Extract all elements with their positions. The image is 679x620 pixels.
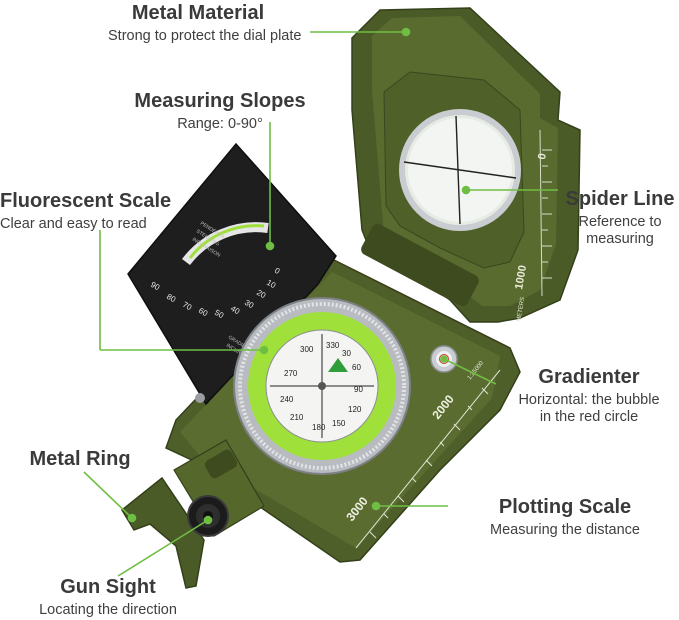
annotation-spider-line: Spider Line Reference to measuring <box>562 188 678 247</box>
gradienter-title: Gradienter <box>538 366 640 388</box>
annotation-metal-material: Metal Material Strong to protect the dia… <box>108 2 302 45</box>
metal-material-title: Metal Material <box>131 2 265 24</box>
dial-label-120: 120 <box>348 405 362 414</box>
dial-label-300: 300 <box>300 345 314 354</box>
spider-line-title: Spider Line <box>565 188 675 210</box>
spider-line-vertical <box>455 115 461 225</box>
dial-label-330: 330 <box>326 341 340 350</box>
slope-label-0: 0 <box>273 266 282 276</box>
dial-label-240: 240 <box>280 395 294 404</box>
dial-label-270: 270 <box>284 369 298 378</box>
dial-label-150: 150 <box>332 419 346 428</box>
gradienter-desc-2: in the red circle <box>539 408 639 425</box>
annotation-metal-ring: Metal Ring <box>20 448 140 471</box>
lid-scale-1000: 1000 <box>513 264 529 290</box>
metal-ring-title: Metal Ring <box>29 448 131 470</box>
gun-sight-desc: Locating the direction <box>39 602 177 618</box>
metal-material-desc: Strong to protect the dial plate <box>108 28 302 44</box>
callout-lines <box>83 27 558 577</box>
fluorescent-scale-desc: Clear and easy to read <box>0 216 147 232</box>
spider-line-horizontal <box>403 161 517 179</box>
measuring-slopes-desc: Range: 0-90° <box>177 116 263 132</box>
dial-label-210: 210 <box>290 413 304 422</box>
plotting-scale-title: Plotting Scale <box>498 496 632 518</box>
dial-label-60: 60 <box>352 363 361 372</box>
lid-units: METERS <box>516 297 526 323</box>
spider-line-desc-2: measuring <box>586 230 654 247</box>
dial-label-30: 30 <box>342 349 351 358</box>
fluorescent-scale-title: Fluorescent Scale <box>0 190 172 212</box>
annotation-measuring-slopes: Measuring Slopes Range: 0-90° <box>120 90 320 133</box>
gradienter-desc-1: Horizontal: the bubble <box>518 392 660 408</box>
thumb-loop <box>121 476 205 589</box>
lid-scale-zero: 0 <box>536 152 549 160</box>
compass-lid: 0 1000 METERS <box>351 7 581 323</box>
annotation-plotting-scale: Plotting Scale Measuring the distance <box>452 496 678 539</box>
annotation-fluorescent-scale: Fluorescent Scale Clear and easy to read <box>0 190 180 233</box>
dial-label-90: 90 <box>354 385 363 394</box>
plotting-scale-desc: Measuring the distance <box>490 522 640 538</box>
measuring-slopes-title: Measuring Slopes <box>134 90 306 112</box>
annotation-gun-sight: Gun Sight Locating the direction <box>18 576 198 619</box>
north-arrow <box>328 358 348 372</box>
gun-sight-title: Gun Sight <box>60 576 156 598</box>
dial-label-180: 180 <box>312 423 326 432</box>
clinometer-plate: 90 80 70 60 50 40 30 20 10 0 PENDENZA ST… <box>127 142 337 406</box>
compass-dial: 300 330 270 240 210 180 150 120 90 60 30 <box>233 297 411 475</box>
spider-line-desc-1: Reference to <box>578 214 662 230</box>
annotation-gradienter: Gradienter Horizontal: the bubble in the… <box>500 366 678 425</box>
